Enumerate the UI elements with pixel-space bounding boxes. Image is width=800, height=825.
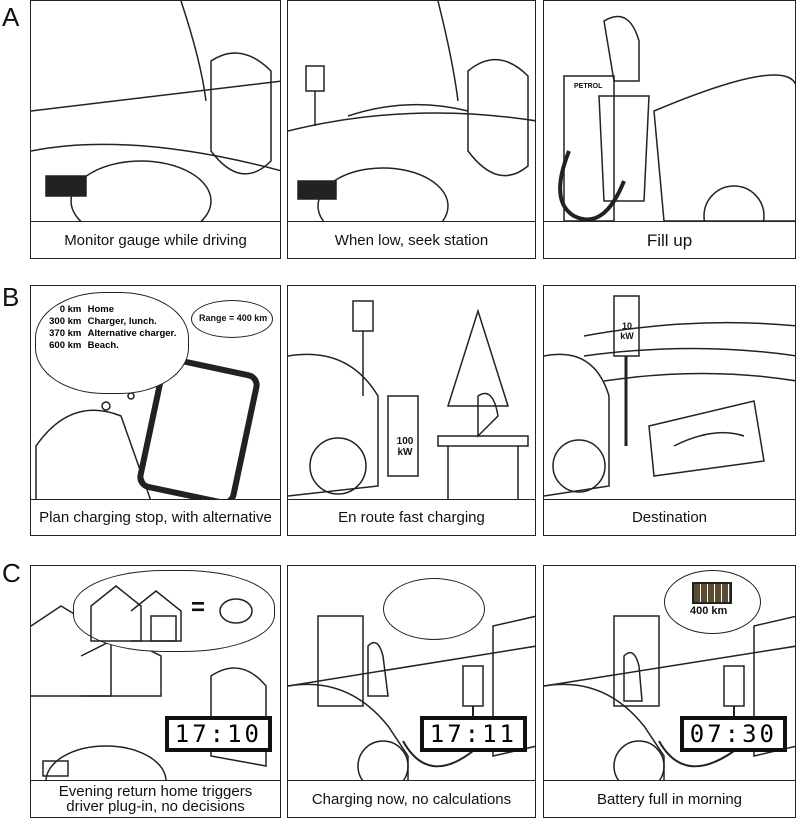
row-label-b: B xyxy=(2,282,20,312)
range-text: Range = 400 km xyxy=(199,313,268,323)
driver-seeking-station-illustration xyxy=(288,1,535,245)
row-label-a: A xyxy=(2,2,20,32)
plan-thought-bubble xyxy=(35,292,189,394)
caption: Plan charging stop, with alternative xyxy=(31,499,280,535)
home-charging-illustration xyxy=(288,615,535,792)
caption: Destination xyxy=(544,499,795,535)
range-thought-bubble xyxy=(191,300,273,338)
petrol-sign: PETROL xyxy=(574,83,603,90)
panel-a1: Monitor gauge while driving xyxy=(30,0,281,259)
equals-sign: = xyxy=(191,594,206,621)
panel-c1: = 17:10 Evening return home triggers dri… xyxy=(30,565,281,818)
fast-charging-illustration xyxy=(288,300,529,501)
empty-thought-bubble xyxy=(383,578,485,640)
panel-b3: 10 kW Destination xyxy=(543,285,796,536)
clock-display: 07:30 xyxy=(679,716,787,752)
full-battery-icon xyxy=(692,582,732,604)
panel-b2: 100 kW En route fast charging xyxy=(287,285,536,536)
morning-full-battery-illustration xyxy=(544,615,795,792)
beach-destination-illustration xyxy=(544,295,795,497)
caption: Fill up xyxy=(544,221,795,258)
caption: When low, seek station xyxy=(288,221,535,258)
home-thought-bubble xyxy=(73,570,275,652)
clock-display: 17:10 xyxy=(164,716,272,752)
charger-power-label: 100 kW xyxy=(396,436,414,458)
caption: Battery full in morning xyxy=(544,780,795,817)
panel-a2: When low, seek station xyxy=(287,0,536,259)
caption: Charging now, no calculations xyxy=(288,780,535,817)
panel-a3: PETROL Fill up xyxy=(543,0,796,259)
panel-c3: 400 km 07:30 Battery full in morning xyxy=(543,565,796,818)
caption: En route fast charging xyxy=(288,499,535,535)
clock-display: 17:11 xyxy=(419,716,527,752)
caption: Evening return home triggers driver plug… xyxy=(31,780,280,817)
panel-c2: 17:11 Charging now, no calculations xyxy=(287,565,536,818)
caption: Monitor gauge while driving xyxy=(31,221,280,258)
battery-range-text: 400 km xyxy=(690,605,728,617)
charger-power-label: 10 kW xyxy=(620,321,634,341)
row-label-c: C xyxy=(2,558,21,588)
